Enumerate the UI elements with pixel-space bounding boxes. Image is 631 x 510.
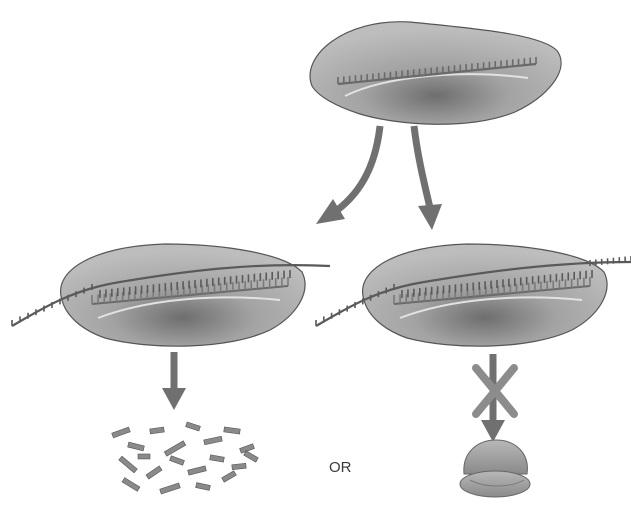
ribosome-small-subunit [460,471,530,497]
mrna-fragment [122,478,140,492]
mrna-fragment [186,422,201,431]
or-connector-label: OR [329,459,352,476]
mrna-fragment [128,442,145,451]
mrna-fragment [150,427,165,434]
mrna-fragment [224,427,241,434]
mrna-fragment [244,451,259,462]
mrna-fragment [210,455,225,462]
ribosome-icon [460,440,530,497]
top-protein-complex [310,22,561,125]
mrna-fragment [232,463,246,469]
mrna-fragment [188,466,207,475]
mrna-fragment [164,441,186,456]
mrna-fragment [138,454,150,459]
mrna-fragment [112,427,131,438]
mrna-fragment [196,483,211,491]
mrna-fragment [146,466,162,479]
mrna-fragment [204,436,223,445]
mrna-fragment [119,456,138,473]
mrna-fragment [160,483,181,494]
arrow-to-right-complex [414,126,442,230]
arrow-to-degradation [162,352,186,410]
mrna-fragment [222,471,237,482]
ribosome-large-subunit [464,440,528,474]
mrna-fragment [170,456,185,465]
degraded-mrna-fragments-icon [112,422,259,494]
arrow-to-left-complex [316,126,380,224]
top-protein-body [310,22,561,125]
